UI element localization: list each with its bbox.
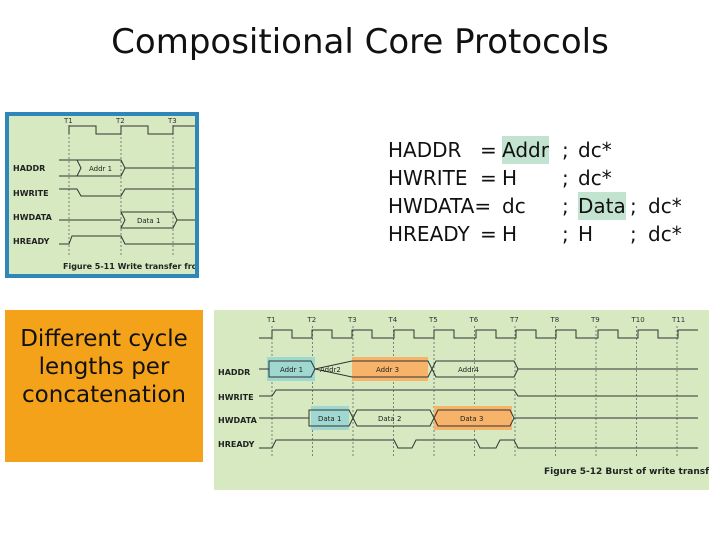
tick-label: T8 (550, 316, 560, 324)
hwdata-waveform (259, 409, 698, 427)
haddr-waveform (59, 159, 195, 177)
data-3-label: Data 3 (460, 415, 483, 423)
haddr-waveform (259, 360, 698, 378)
signal-name: HREADY (388, 222, 470, 246)
hwrite-waveform (259, 389, 698, 397)
tick-label: T1 (266, 316, 276, 324)
data-2-label: Data 2 (378, 415, 401, 423)
tick-label: T7 (509, 316, 519, 324)
hwrite-waveform (59, 188, 195, 197)
protocol-row-haddr: HADDR = Addr ; dc* (388, 136, 612, 164)
term-1: dc* (578, 166, 612, 190)
data-1-label: Data 1 (137, 217, 160, 225)
signal-label-hwrite: HWRITE (13, 189, 49, 198)
term-1: dc* (578, 138, 612, 162)
burst-transfer-figure: T1T2T3T4T5T6T7T8T9T10T11T12 HADDR HWRITE… (214, 310, 720, 490)
hready-waveform (259, 439, 698, 449)
clock-waveform (68, 125, 195, 135)
tick-label: T3 (167, 117, 177, 125)
separator: ; (562, 138, 569, 162)
signal-label-haddr: HADDR (13, 164, 45, 173)
figure-caption: Figure 5-11 Write transfer from AHB (63, 262, 195, 271)
tick-label: T1 (63, 117, 73, 125)
addr-3-label: Addr 3 (376, 366, 399, 374)
addr-term: Addr (502, 136, 549, 164)
signal-label-hwdata: HWDATA (13, 213, 53, 222)
callout-box: Different cycle lengths per concatenatio… (5, 310, 203, 462)
term-1: H (578, 222, 594, 246)
tick-label: T11 (671, 316, 685, 324)
tick-label: T2 (307, 316, 317, 324)
tick-label: T2 (115, 117, 125, 125)
separator: ; (562, 194, 569, 218)
tick-label: T9 (590, 316, 600, 324)
addr-1-label: Addr 1 (89, 165, 112, 173)
tick-label: T4 (388, 316, 398, 324)
term-0: H (502, 166, 518, 190)
signal-label-hwdata: HWDATA (218, 416, 258, 425)
hwdata-waveform (59, 211, 195, 229)
term-0: H (502, 222, 518, 246)
signal-label-hready: HREADY (218, 440, 255, 449)
figure-caption: Figure 5-12 Burst of write transfers (544, 467, 709, 477)
signal-name: HWRITE (388, 166, 468, 190)
tick-label: T6 (469, 316, 479, 324)
protocol-row-hwdata: HWDATA= dc ; Data ; dc* (388, 192, 682, 220)
equals-sign: = (480, 138, 497, 162)
hready-waveform (59, 235, 195, 245)
separator: ; (562, 222, 569, 246)
protocol-row-hwrite: HWRITE = H ; dc* (388, 164, 612, 192)
addr-1-label: Addr 1 (280, 366, 303, 374)
separator: ; (562, 166, 569, 190)
tick-label: T10 (631, 316, 645, 324)
term-2: dc* (648, 222, 682, 246)
signal-label-haddr: HADDR (218, 368, 250, 377)
data-1-label: Data 1 (318, 415, 341, 423)
signal-label-hwrite: HWRITE (218, 393, 254, 402)
protocol-spec: HADDR = Addr ; dc* HWRITE = H ; dc* HWDA… (388, 136, 682, 248)
addr-4-label: Addr4 (458, 366, 479, 374)
protocol-row-hready: HREADY = H ; H ; dc* (388, 220, 682, 248)
term-0: dc (502, 194, 526, 218)
slide-title: Compositional Core Protocols (111, 22, 609, 62)
separator: ; (630, 194, 637, 218)
signal-name: HADDR (388, 138, 462, 162)
clock-waveform (259, 329, 698, 339)
equals-sign: = (480, 166, 497, 190)
tick-label: T3 (347, 316, 357, 324)
signal-name: HWDATA= (388, 194, 492, 218)
addr-2-label: Addr2 (320, 366, 341, 374)
term-2: dc* (648, 194, 682, 218)
burst-transfer-diagram: T1T2T3T4T5T6T7T8T9T10T11T12 HADDR HWRITE… (218, 316, 720, 477)
data-term: Data (578, 192, 626, 220)
tick-label: T5 (428, 316, 438, 324)
signal-label-hready: HREADY (13, 237, 50, 246)
equals-sign: = (480, 222, 497, 246)
separator: ; (630, 222, 637, 246)
